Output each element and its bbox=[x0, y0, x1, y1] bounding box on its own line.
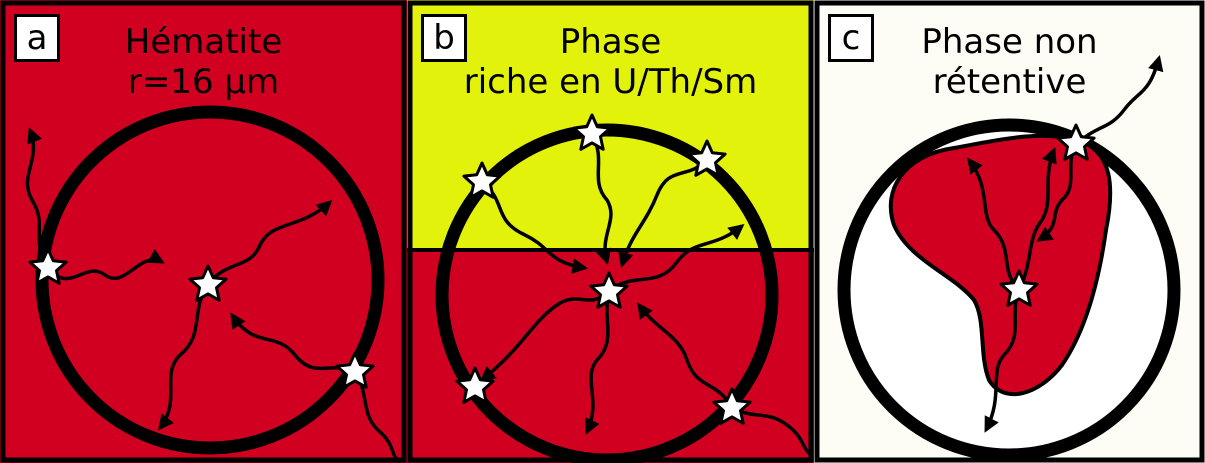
alpha-path bbox=[637, 302, 734, 409]
panel-letter: c bbox=[828, 14, 874, 62]
star-icon bbox=[462, 161, 502, 199]
panel-title-line2: riche en U/Th/Sm bbox=[463, 62, 758, 102]
alpha-path bbox=[230, 312, 356, 374]
alpha-path bbox=[607, 224, 745, 294]
star-icon bbox=[188, 264, 228, 302]
star-icon bbox=[687, 139, 727, 177]
alpha-path bbox=[618, 158, 709, 269]
panel-title-line2: r=16 µm bbox=[127, 62, 280, 102]
alpha-path bbox=[984, 289, 1021, 433]
panel-letter: b bbox=[421, 14, 467, 62]
panel-c-diagram bbox=[814, 0, 1205, 463]
alpha-path bbox=[25, 127, 50, 269]
alpha-path bbox=[1036, 144, 1078, 242]
alpha-path bbox=[353, 371, 402, 463]
panel-a-diagram bbox=[0, 0, 407, 463]
star-icon bbox=[572, 113, 612, 151]
alpha-path bbox=[46, 249, 165, 281]
star-icon bbox=[1056, 123, 1096, 161]
alpha-path bbox=[967, 157, 1021, 292]
alpha-path bbox=[731, 406, 813, 457]
hematite-inclusion bbox=[888, 133, 1113, 397]
star-icon bbox=[999, 269, 1039, 307]
star-icon bbox=[455, 366, 495, 404]
panel-b-diagram bbox=[407, 0, 814, 463]
panel-a: a Hématite r=16 µm bbox=[0, 0, 407, 463]
alpha-path bbox=[158, 283, 210, 431]
alpha-path bbox=[1017, 147, 1057, 291]
panel-title-line1: Phase bbox=[559, 22, 662, 62]
star-icon bbox=[335, 351, 375, 389]
alpha-path bbox=[479, 290, 611, 382]
star-icon bbox=[712, 387, 752, 425]
alpha-path bbox=[1074, 54, 1164, 147]
panel-letter: a bbox=[14, 14, 60, 62]
panel-title-line1: Phase non bbox=[921, 22, 1098, 62]
panel-title-line2: rétentive bbox=[932, 62, 1087, 102]
alpha-path bbox=[590, 134, 613, 266]
star-icon bbox=[589, 271, 629, 309]
alpha-path bbox=[480, 181, 589, 274]
alpha-path bbox=[585, 291, 611, 435]
panel-b: b Phase riche en U/Th/Sm bbox=[407, 0, 814, 463]
star-icon bbox=[28, 247, 68, 285]
panel-c: c Phase non rétentive bbox=[814, 0, 1205, 463]
panel-title-line1: Hématite bbox=[124, 22, 283, 62]
alpha-path bbox=[206, 199, 333, 287]
